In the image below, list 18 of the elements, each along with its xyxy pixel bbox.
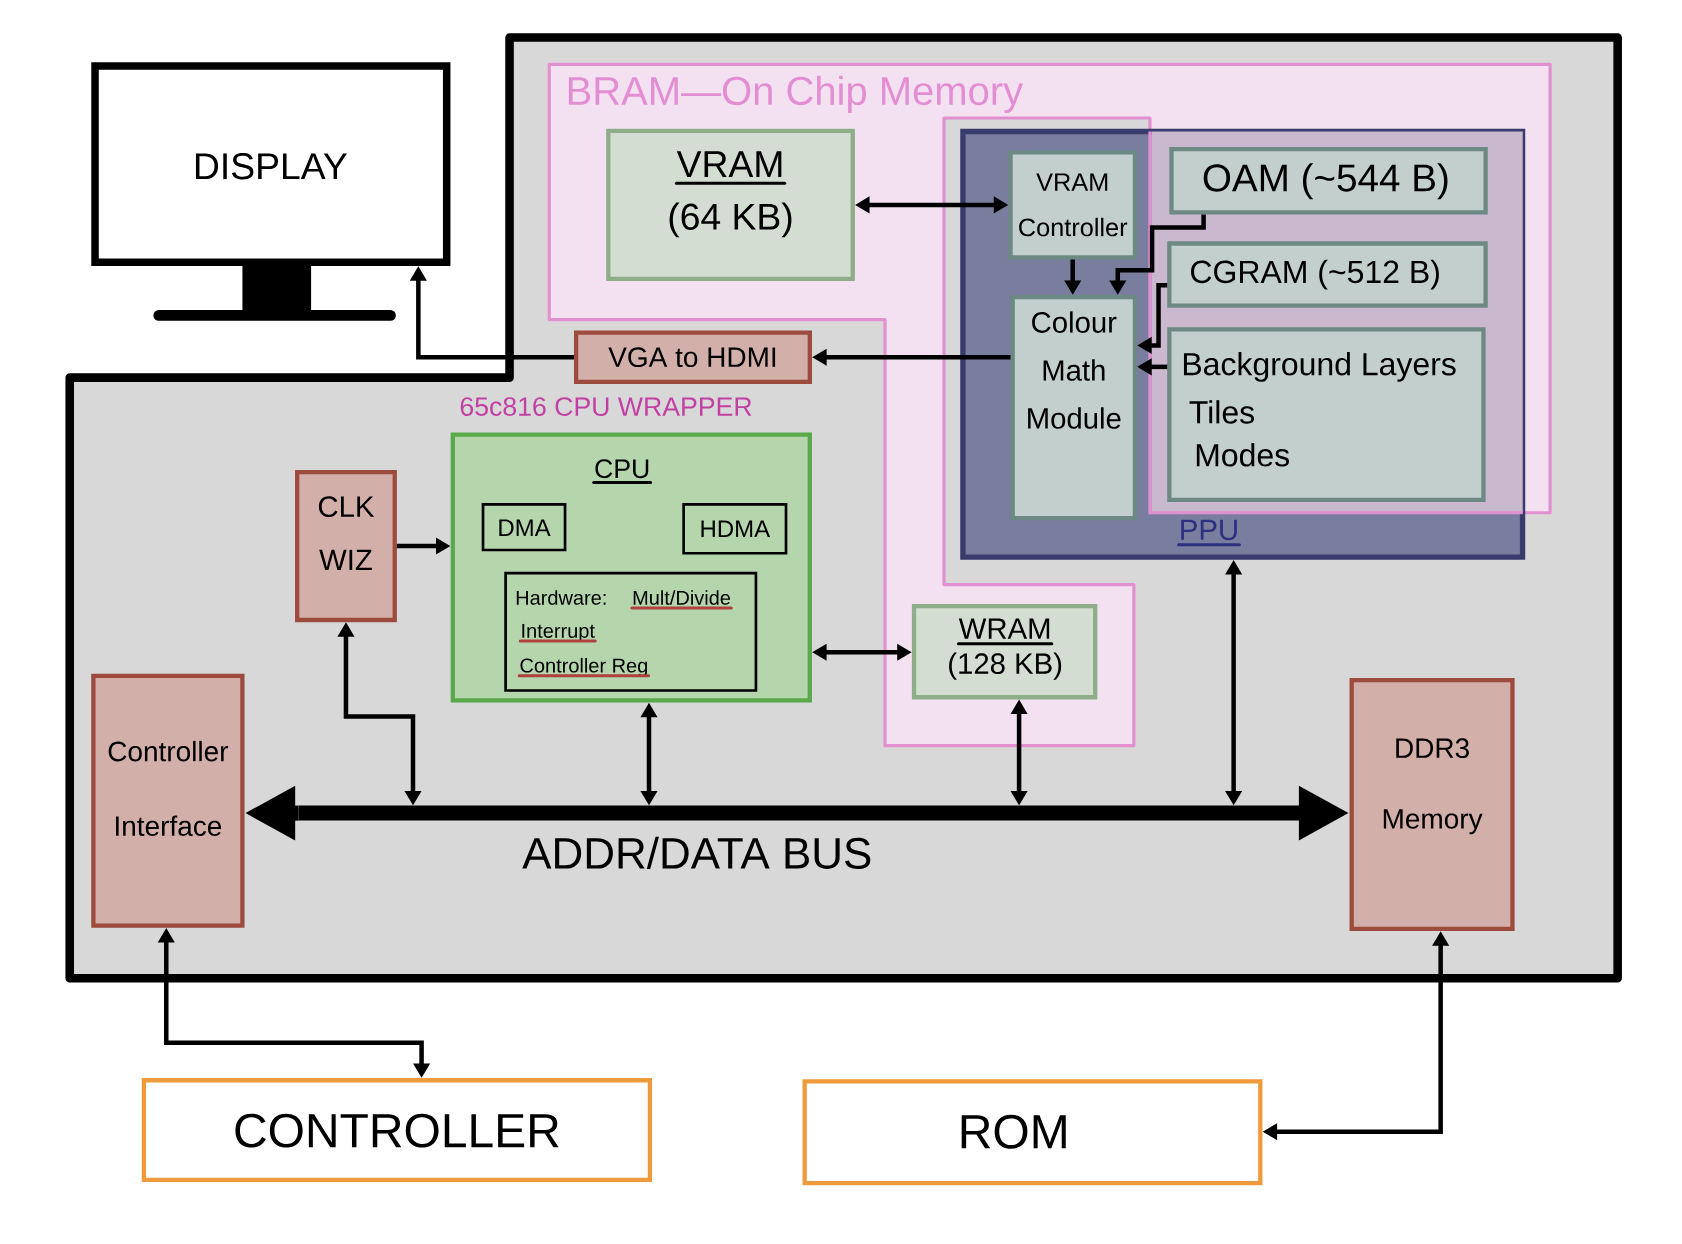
memory-box: CGRAM (~512 B) — [1167, 241, 1488, 308]
bus-label: ADDR/DATA BUS — [522, 836, 871, 869]
module-box: Controller Interface — [91, 673, 245, 928]
memory-box: WRAM (128 KB) — [911, 603, 1098, 700]
device-box: ROM — [802, 1079, 1263, 1186]
memory-box: OAM (~544 B) — [1169, 146, 1488, 215]
device-box: CONTROLLER — [141, 1077, 653, 1182]
monitor: DISPLAY — [91, 62, 451, 321]
module-box: VGA to HDMI — [573, 330, 812, 384]
module-box: HDMA — [682, 502, 788, 555]
module-box: DDR3 Memory — [1349, 677, 1515, 931]
module-box: CLK WIZ — [295, 469, 397, 622]
module-box: VRAM Controller — [1008, 150, 1138, 260]
module-box: Hardware: Mult/Divide Interrupt Controller Reg — [504, 571, 758, 692]
memory-box: VRAM (64 KB) — [606, 128, 855, 281]
module-box: Colour Math Module — [1010, 294, 1138, 521]
memory-box: Background Layers Tiles Modes — [1167, 327, 1486, 502]
module-box: DMA — [481, 502, 567, 552]
